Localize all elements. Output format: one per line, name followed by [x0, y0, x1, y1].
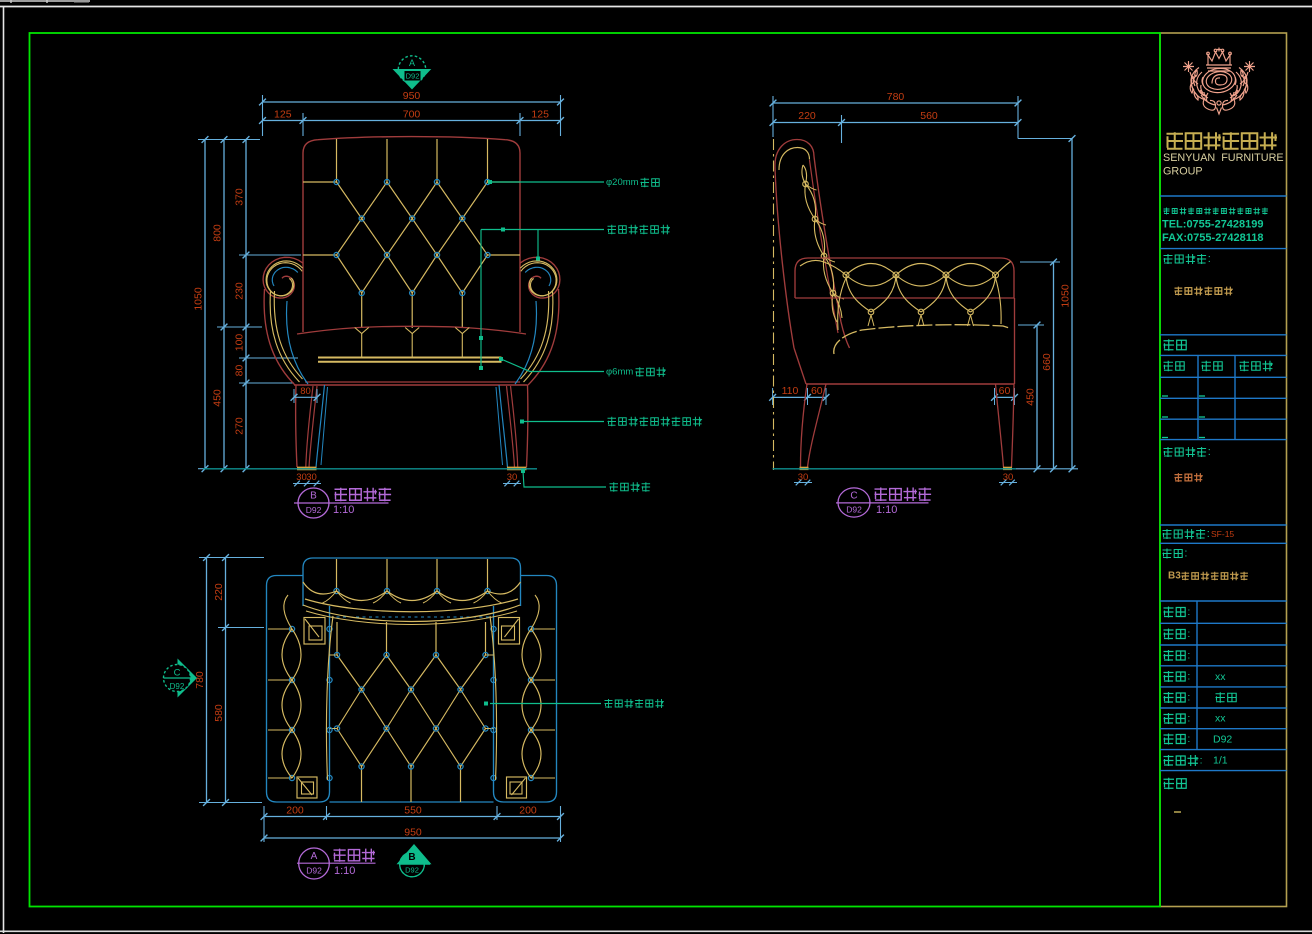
svg-text:60: 60 [999, 385, 1011, 397]
svg-text:550: 550 [404, 805, 422, 817]
svg-text:GROUP: GROUP [1163, 166, 1203, 178]
svg-text:30: 30 [296, 472, 307, 483]
svg-text:SF-15: SF-15 [1211, 529, 1234, 539]
svg-text::: : [1187, 628, 1190, 640]
svg-text:B: B [408, 852, 415, 863]
svg-text::: : [1187, 733, 1190, 745]
svg-text:xx: xx [1215, 713, 1226, 725]
svg-text::: : [1187, 606, 1190, 618]
svg-text:450: 450 [1025, 388, 1037, 406]
svg-text:780: 780 [194, 671, 206, 689]
svg-text:1050: 1050 [1060, 284, 1072, 308]
svg-text:200: 200 [286, 805, 304, 817]
svg-text::: : [1187, 650, 1190, 662]
svg-text:D92: D92 [170, 682, 185, 691]
svg-text:B: B [310, 491, 317, 502]
svg-text:220: 220 [798, 110, 816, 122]
svg-text:230: 230 [234, 282, 246, 300]
svg-text::: : [1207, 528, 1210, 540]
svg-text:950: 950 [404, 827, 422, 839]
svg-text::: : [1187, 671, 1190, 683]
svg-text:D92: D92 [306, 865, 322, 875]
svg-text::: : [1187, 692, 1190, 704]
svg-text:xx: xx [1215, 671, 1226, 683]
svg-text:100: 100 [234, 334, 246, 352]
svg-text:C: C [174, 668, 181, 679]
svg-text:D92: D92 [846, 505, 862, 515]
svg-text:D92: D92 [405, 865, 419, 874]
svg-text:780: 780 [887, 91, 905, 103]
svg-text::: : [1184, 548, 1187, 560]
svg-text:700: 700 [403, 109, 421, 121]
svg-text::: : [1187, 713, 1190, 725]
svg-text:1:10: 1:10 [334, 865, 355, 877]
svg-text:80: 80 [234, 365, 246, 377]
svg-text:TEL:0755-27428199: TEL:0755-27428199 [1162, 219, 1264, 231]
svg-text:30: 30 [798, 472, 809, 483]
svg-text::: : [1200, 755, 1203, 767]
svg-text:D92: D92 [1213, 734, 1232, 746]
svg-text:30: 30 [1003, 472, 1014, 483]
svg-text:800: 800 [212, 224, 224, 242]
svg-text:1:10: 1:10 [876, 504, 897, 516]
svg-text:1050: 1050 [193, 287, 205, 311]
svg-text:220: 220 [213, 583, 225, 601]
svg-text:D92: D92 [406, 72, 420, 81]
svg-text:450: 450 [212, 389, 224, 407]
svg-text:1/1: 1/1 [1213, 755, 1228, 767]
svg-text:A: A [409, 58, 415, 68]
svg-text:φ20mm: φ20mm [606, 177, 639, 188]
svg-text:SENYUAN FURNITURE: SENYUAN FURNITURE [1163, 152, 1284, 164]
svg-text:125: 125 [274, 109, 292, 121]
svg-text:660: 660 [1041, 353, 1053, 371]
svg-text:110: 110 [782, 385, 799, 397]
svg-text:950: 950 [403, 90, 421, 102]
svg-text::: : [1208, 446, 1211, 458]
svg-text:A: A [311, 851, 318, 862]
svg-text:60: 60 [811, 385, 823, 397]
svg-text::: : [1208, 253, 1211, 265]
svg-text:C: C [850, 491, 857, 502]
svg-text:370: 370 [234, 188, 246, 206]
svg-text:580: 580 [213, 704, 225, 722]
svg-text:200: 200 [519, 805, 537, 817]
svg-text:B3: B3 [1168, 571, 1181, 582]
svg-text:80: 80 [300, 386, 311, 397]
svg-text:FAX:0755-27428118: FAX:0755-27428118 [1162, 232, 1264, 244]
svg-text:125: 125 [531, 109, 549, 121]
svg-text:D92: D92 [306, 505, 322, 515]
svg-text:1:10: 1:10 [333, 504, 354, 516]
svg-text:270: 270 [234, 417, 246, 435]
svg-text:560: 560 [920, 110, 938, 122]
svg-text:30: 30 [507, 472, 518, 483]
svg-text:φ6mm: φ6mm [606, 367, 633, 378]
svg-text:30: 30 [306, 472, 317, 483]
